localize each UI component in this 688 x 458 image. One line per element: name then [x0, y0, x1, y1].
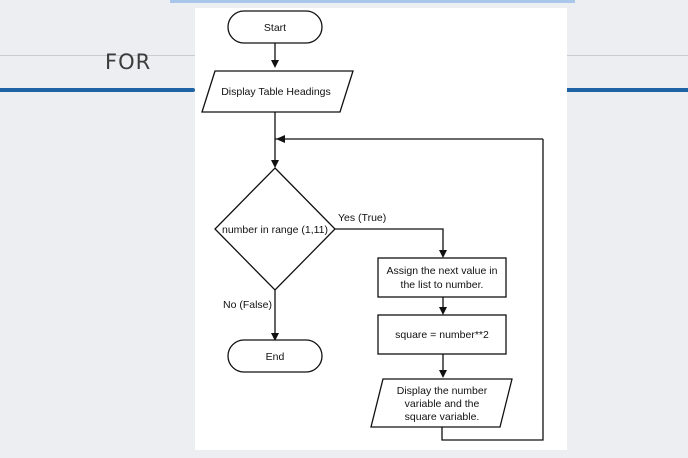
start-label: Start [264, 22, 286, 34]
assign-label-line1: Assign the next value in [387, 265, 498, 277]
connector-square-to-display [439, 354, 447, 378]
display-label-line2: variable and the [405, 398, 480, 410]
end-label: End [266, 351, 285, 363]
connector-no-branch: No (False) [223, 290, 279, 341]
display-label-line1: Display the number [397, 385, 488, 397]
display-headings-label: Display Table Headings [221, 86, 331, 98]
connector-assign-to-square [439, 297, 447, 315]
square-process: square = number**2 [377, 314, 507, 355]
title-divider-thin-left [0, 55, 195, 56]
loop-back-arrow [275, 135, 543, 143]
display-headings-io: Display Table Headings [201, 70, 354, 113]
connector-start-to-headings [271, 43, 279, 68]
display-output-io: Display the number variable and the squa… [370, 378, 513, 428]
title-divider-blue-right [567, 88, 688, 92]
connector-yes-branch: Yes (True) [335, 212, 447, 258]
end-terminal: End [227, 339, 323, 373]
slide-title: FOR [105, 50, 152, 74]
flowchart-panel: Start Display Table Headings [195, 8, 567, 450]
square-label: square = number**2 [395, 329, 489, 341]
no-label: No (False) [223, 299, 272, 311]
connector-headings-to-decision [271, 112, 279, 168]
start-terminal: Start [227, 10, 323, 44]
title-divider-blue-left [0, 88, 195, 92]
decision-label: number in range (1,11) [222, 224, 328, 236]
display-label-line3: square variable. [405, 411, 480, 423]
decision-diamond: number in range (1,11) [214, 167, 336, 291]
flowchart-diagram: Start Display Table Headings [201, 10, 544, 441]
connector-loop-back [441, 139, 544, 441]
assign-process: Assign the next value in the list to num… [377, 257, 507, 298]
title-divider-thin-right [567, 55, 688, 56]
yes-label: Yes (True) [338, 212, 386, 224]
top-accent-bar [170, 0, 575, 3]
assign-label-line2: the list to number. [401, 279, 484, 291]
